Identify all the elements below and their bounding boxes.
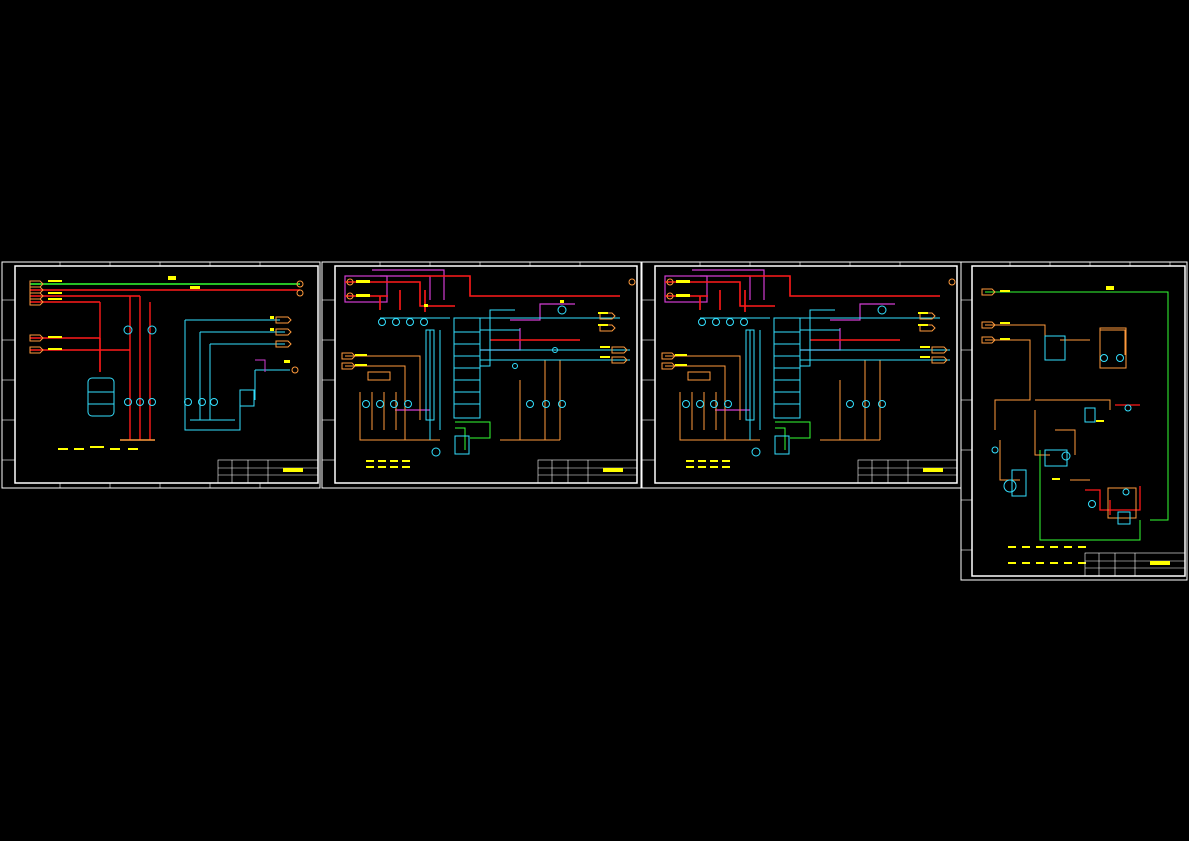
sheet-3-ticks	[642, 262, 901, 461]
sheet-3-column	[745, 317, 801, 421]
sheet-2-labels	[355, 280, 610, 468]
sheet-3-equipment	[682, 305, 887, 457]
sheet-2	[321, 261, 642, 489]
sheet-4	[960, 261, 1188, 581]
sheet-3	[641, 261, 962, 489]
sheet-2-outer-border	[321, 261, 642, 489]
sheet-2-equipment	[362, 305, 567, 457]
sheet-2-process-lines	[345, 355, 565, 441]
sheet-3-labels	[675, 280, 930, 468]
sheet-2-utility-lines	[455, 421, 491, 450]
sheet-2-steam-lines	[345, 275, 620, 341]
sheet-3-utility-lines	[775, 421, 811, 450]
sheet-4-utility-lines	[985, 291, 1169, 541]
sheet-1-title-block	[217, 459, 319, 484]
sheet-2-inner-border	[334, 265, 638, 484]
sheet-4-outer-border	[960, 261, 1188, 581]
sheet-4-labels	[1000, 286, 1114, 564]
sheet-3-title-block	[857, 459, 958, 484]
sheet-2-terminal-arrows	[341, 278, 636, 370]
sheet-4-terminal-arrows	[981, 288, 996, 344]
sheet-1-ticks	[2, 262, 261, 488]
sheet-4-inner-border	[971, 265, 1186, 577]
sheet-1-utility-lines	[30, 283, 300, 441]
sheet-1-labels	[48, 276, 290, 450]
sheet-4-ticks	[961, 262, 1171, 551]
sheet-4-title-block	[1084, 552, 1186, 577]
sheet-1-inner-border	[14, 265, 319, 484]
sheet-3-inner-border	[654, 265, 958, 484]
sheet-4-equipment	[991, 335, 1132, 525]
sheet-2-column	[425, 317, 481, 421]
sheet-1-outer-border	[1, 261, 321, 489]
sheet-1-terminal-arrows	[29, 280, 304, 374]
sheet-2-water-lines	[380, 309, 630, 440]
sheet-3-water-lines	[700, 309, 950, 440]
sheet-2-title-block	[537, 459, 638, 484]
sheet-1	[1, 261, 321, 489]
sheet-1-vessel	[87, 377, 115, 417]
sheet-1-vent-line	[255, 359, 266, 372]
sheet-2-ticks	[322, 262, 581, 461]
sheet-1-pumps	[123, 325, 255, 407]
sheet-3-terminal-arrows	[661, 278, 956, 370]
